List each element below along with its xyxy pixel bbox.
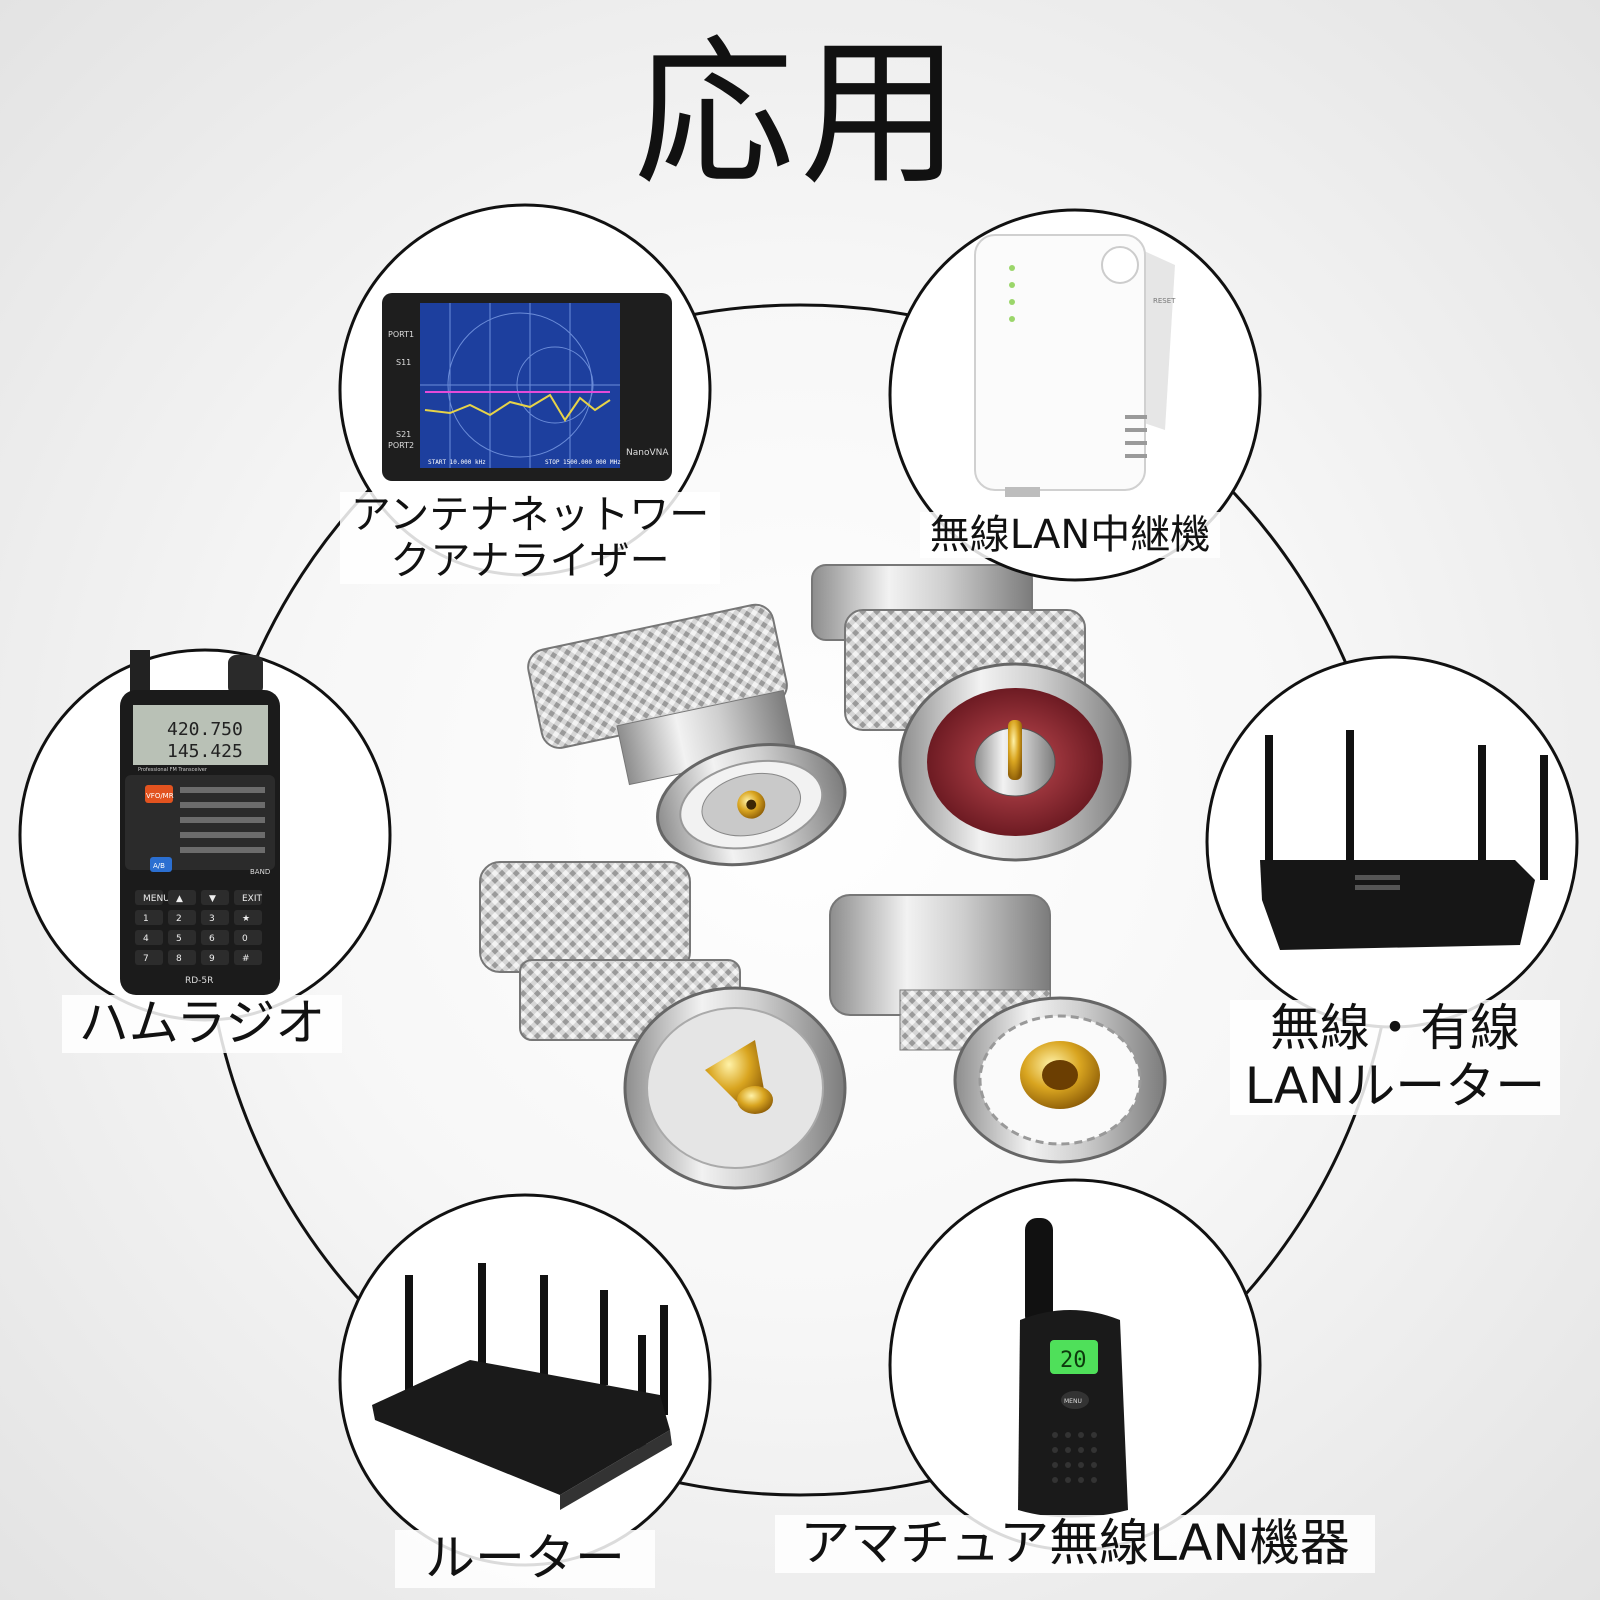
vna-brand-text: NanoVNA: [626, 448, 669, 458]
ham-key-label: 6: [209, 934, 215, 944]
ham-ab-text: A/B: [153, 862, 165, 870]
router-device: [372, 1263, 672, 1510]
ham-key: [201, 950, 229, 965]
wifi-extender-device: [974, 234, 1175, 497]
ham-key: [168, 910, 196, 925]
ham-key: [168, 930, 196, 945]
ham-key-label: #: [242, 954, 250, 964]
ham-key-label: 3: [209, 914, 215, 924]
ham-key: [135, 890, 163, 905]
connector-n-female-adapter: [527, 603, 847, 867]
ham-key-label: MENU: [143, 894, 170, 904]
ham-key-label: 7: [143, 954, 149, 964]
ham-band-text: BAND: [250, 868, 270, 876]
ham-key: [135, 930, 163, 945]
vna-s21-text: S21: [396, 430, 411, 439]
ham-key: [135, 950, 163, 965]
extender-reset-text: RESET: [1153, 297, 1176, 305]
ham-model-text: RD-5R: [185, 976, 213, 986]
ham-key: [168, 950, 196, 965]
ham-vfo-text: VFO/MR: [146, 792, 174, 800]
walkie-display-text: 20: [1060, 1348, 1087, 1373]
label-antenna-analyzer: アンテナネットワー クアナライザー: [340, 492, 720, 584]
ham-key: [234, 910, 262, 925]
ham-key: [168, 890, 196, 905]
vna-stop-text: STOP 1500.000 000 MHz: [545, 459, 621, 466]
ham-key-label: 8: [176, 954, 182, 964]
ham-key: [135, 910, 163, 925]
nanovna-device: [382, 293, 672, 481]
ham-key-label: ▲: [176, 894, 183, 904]
connector-so239-female-adapter: [829, 894, 1167, 1164]
label-amateur-wireless: アマチュア無線LAN機器: [775, 1514, 1375, 1573]
ham-keypad: MENU ▲ ▼ EXIT 1 2 3 ★ 4 5 6 0 7 8 9 #: [135, 890, 263, 965]
ham-key: [234, 930, 262, 945]
lan-router-circle: [1205, 655, 1579, 1029]
ham-freq1-text: 420.750: [167, 719, 243, 740]
ham-key: [234, 890, 262, 905]
label-wifi-extender: 無線LAN中継機: [920, 512, 1220, 558]
ham-key-label: 2: [176, 914, 182, 924]
ham-key-label: ▼: [209, 894, 216, 904]
ham-key-label: 9: [209, 954, 215, 964]
vna-port1-text: PORT1: [388, 330, 414, 339]
ham-key: [201, 910, 229, 925]
vna-start-text: START 10.000 kHz: [428, 459, 486, 466]
ham-key-label: 5: [176, 934, 182, 944]
walkie-menu-text: MENU: [1064, 1398, 1082, 1405]
label-ham-radio: ハムラジオ: [62, 994, 342, 1053]
ham-key-label: ★: [242, 914, 250, 924]
ham-key-label: 0: [242, 934, 248, 944]
label-router: ルーター: [395, 1529, 655, 1588]
ham-key: [201, 930, 229, 945]
walkie-talkie-device: [1018, 1218, 1128, 1518]
ham-key-label: 1: [143, 914, 149, 924]
ham-freq2-text: 145.425: [167, 741, 243, 762]
ham-key: [234, 950, 262, 965]
page-title: 応用: [633, 20, 966, 207]
vna-port2-text: PORT2: [388, 441, 414, 450]
connector-pl259-male-adapter: [479, 861, 847, 1190]
connector-n-male-adapter: [811, 564, 1132, 862]
vna-s11-text: S11: [396, 358, 411, 367]
ham-sub-text: Professional FM Transceiver: [138, 767, 208, 773]
ham-key-label: 4: [143, 934, 149, 944]
nighthawk-router-device: [1260, 730, 1548, 950]
ham-key-label: EXIT: [242, 894, 263, 904]
ham-key: [201, 890, 229, 905]
label-lan-router: 無線・有線 LANルーター: [1230, 999, 1560, 1115]
